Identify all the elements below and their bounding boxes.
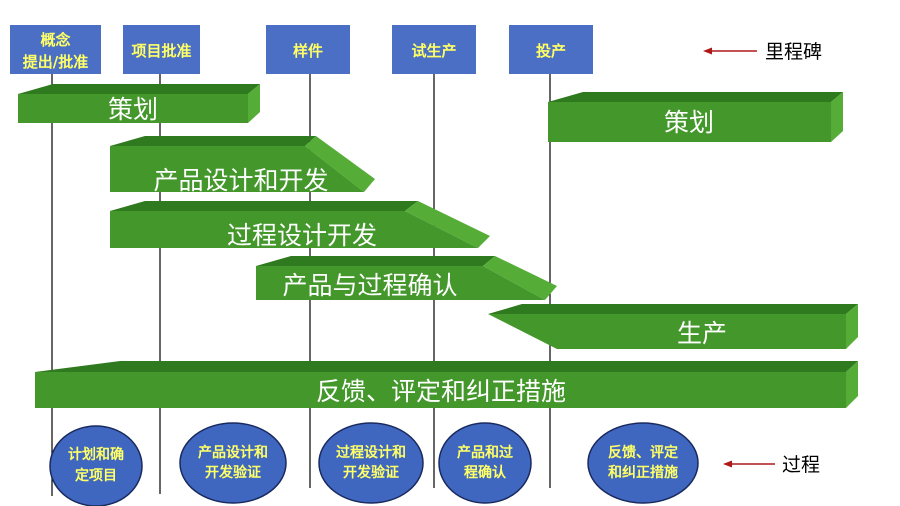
- legend-milestone: 里程碑: [703, 41, 822, 63]
- circle-plan-define: 计划和确 定项目: [49, 425, 143, 506]
- circle-feedback: 反馈、评定 和纠正措施: [587, 422, 699, 504]
- circle-label-line: 程确认: [464, 464, 507, 481]
- bar-label: 过程设计开发: [227, 221, 377, 250]
- milestone-launch: 投产: [509, 25, 593, 74]
- circle-validation: 产品和过 程确认: [438, 422, 532, 504]
- circle-label-line: 开发验证: [205, 464, 261, 481]
- milestone-label-line: 概念: [40, 31, 70, 49]
- bar-product-design: 产品设计和开发: [110, 136, 375, 195]
- bar-planning-1: 策划: [18, 84, 260, 124]
- bar-label: 产品设计和开发: [153, 166, 328, 195]
- circle-label-line: 反馈、评定: [608, 444, 678, 461]
- milestone-label-line: 试生产: [411, 42, 456, 60]
- bar-planning-2: 策划: [548, 92, 843, 142]
- legend-milestone-label: 里程碑: [765, 41, 822, 63]
- milestone-concept-approval: 概念 提出/批准: [10, 25, 101, 74]
- circle-process-verification: 过程设计和 开发验证: [318, 422, 424, 504]
- milestone-label-line: 项目批准: [131, 42, 191, 60]
- arrow-left-icon: [703, 47, 712, 55]
- legend-process: 过程: [723, 454, 820, 476]
- milestone-prototype: 样件: [266, 25, 350, 74]
- milestone-label-line: 投产: [536, 42, 566, 60]
- legend-process-label: 过程: [782, 454, 820, 476]
- circle-label-line: 产品和过: [457, 444, 513, 461]
- circle-label-line: 过程设计和: [336, 444, 406, 461]
- process-bars: 策划 策划 产品设计和开发 过程设计开发 产品与过程确认: [18, 84, 858, 408]
- process-circles: 计划和确 定项目 产品设计和 开发验证 过程设计和 开发验证 产品和过 程确认 …: [49, 422, 699, 506]
- bar-validation: 产品与过程确认: [256, 256, 557, 300]
- circle-label-line: 和纠正措施: [608, 464, 678, 481]
- bar-label: 产品与过程确认: [282, 271, 457, 300]
- circle-label-line: 定项目: [75, 467, 117, 484]
- bar-process-design: 过程设计开发: [110, 201, 490, 250]
- milestone-label-line: 样件: [293, 42, 323, 60]
- bar-production: 生产: [488, 304, 858, 349]
- bar-label: 反馈、评定和纠正措施: [316, 377, 566, 406]
- circle-label-line: 计划和确: [68, 446, 124, 463]
- milestone-boxes: 概念 提出/批准 项目批准 样件 试生产 投产: [10, 25, 593, 74]
- circle-label-line: 开发验证: [343, 464, 399, 481]
- milestone-pilot: 试生产: [392, 25, 476, 74]
- bar-label: 策划: [108, 95, 158, 124]
- circle-product-verification: 产品设计和 开发验证: [179, 422, 287, 504]
- circle-label-line: 产品设计和: [198, 444, 268, 461]
- milestone-project-approval: 项目批准: [123, 25, 200, 74]
- bar-feedback: 反馈、评定和纠正措施: [35, 361, 858, 408]
- bar-label: 生产: [677, 319, 727, 348]
- bar-label: 策划: [664, 108, 714, 137]
- milestone-label-line: 提出/批准: [23, 53, 88, 71]
- arrow-left-icon: [723, 460, 732, 468]
